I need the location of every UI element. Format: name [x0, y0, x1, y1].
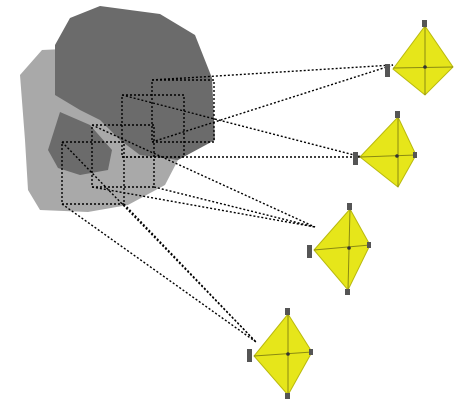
- ray-cam1-a: [151, 64, 394, 81]
- ray-cam3-c: [153, 186, 316, 228]
- camera-3-lens-icon: [307, 245, 312, 258]
- object-dark-lower-patch: [48, 112, 112, 175]
- camera-4-lens-icon: [247, 349, 252, 362]
- camera-2-top-mount: [395, 111, 400, 118]
- frustum-square-2: [121, 94, 185, 158]
- ray-cam2-a: [121, 94, 363, 158]
- ray-cam4-b: [61, 203, 257, 343]
- frustum-squares: [61, 79, 215, 205]
- camera-2-axis-h: [359, 154, 417, 158]
- camera-2-body: [359, 116, 417, 188]
- camera-3: [307, 203, 371, 295]
- camera-4-bottom-mount: [285, 393, 290, 399]
- camera-4-center: [286, 352, 290, 356]
- camera-4-axis-h: [253, 351, 313, 357]
- frustum-square-1: [151, 79, 215, 143]
- camera-3-center: [347, 246, 351, 250]
- camera-2-lens-icon: [353, 152, 358, 165]
- camera-1-axis-h: [392, 66, 454, 69]
- object: [20, 6, 215, 212]
- ray-cam3-a: [91, 124, 316, 228]
- camera-2: [353, 111, 417, 188]
- camera-1-top-mount: [422, 20, 427, 27]
- camera-3-axis-h: [313, 244, 371, 251]
- frustum-square-4: [61, 141, 125, 205]
- camera-4-top-mount: [285, 308, 290, 315]
- camera-3-bottom-mount: [345, 289, 350, 295]
- camera-1-body: [392, 25, 454, 96]
- camera-rays: [61, 64, 394, 343]
- camera-1: [385, 20, 454, 96]
- object-dark-layer: [55, 6, 215, 160]
- camera-2-center: [395, 154, 399, 158]
- camera-1-lens-icon: [385, 64, 390, 77]
- camera-4-side-mount: [309, 349, 313, 355]
- camera-3-side-mount: [367, 242, 371, 248]
- ray-cam3-b: [91, 186, 316, 228]
- frustum-square-3: [91, 124, 155, 188]
- camera-2-side-mount: [413, 152, 417, 158]
- camera-1-center: [423, 65, 427, 69]
- camera-4: [247, 308, 313, 399]
- camera-3-top-mount: [347, 203, 352, 210]
